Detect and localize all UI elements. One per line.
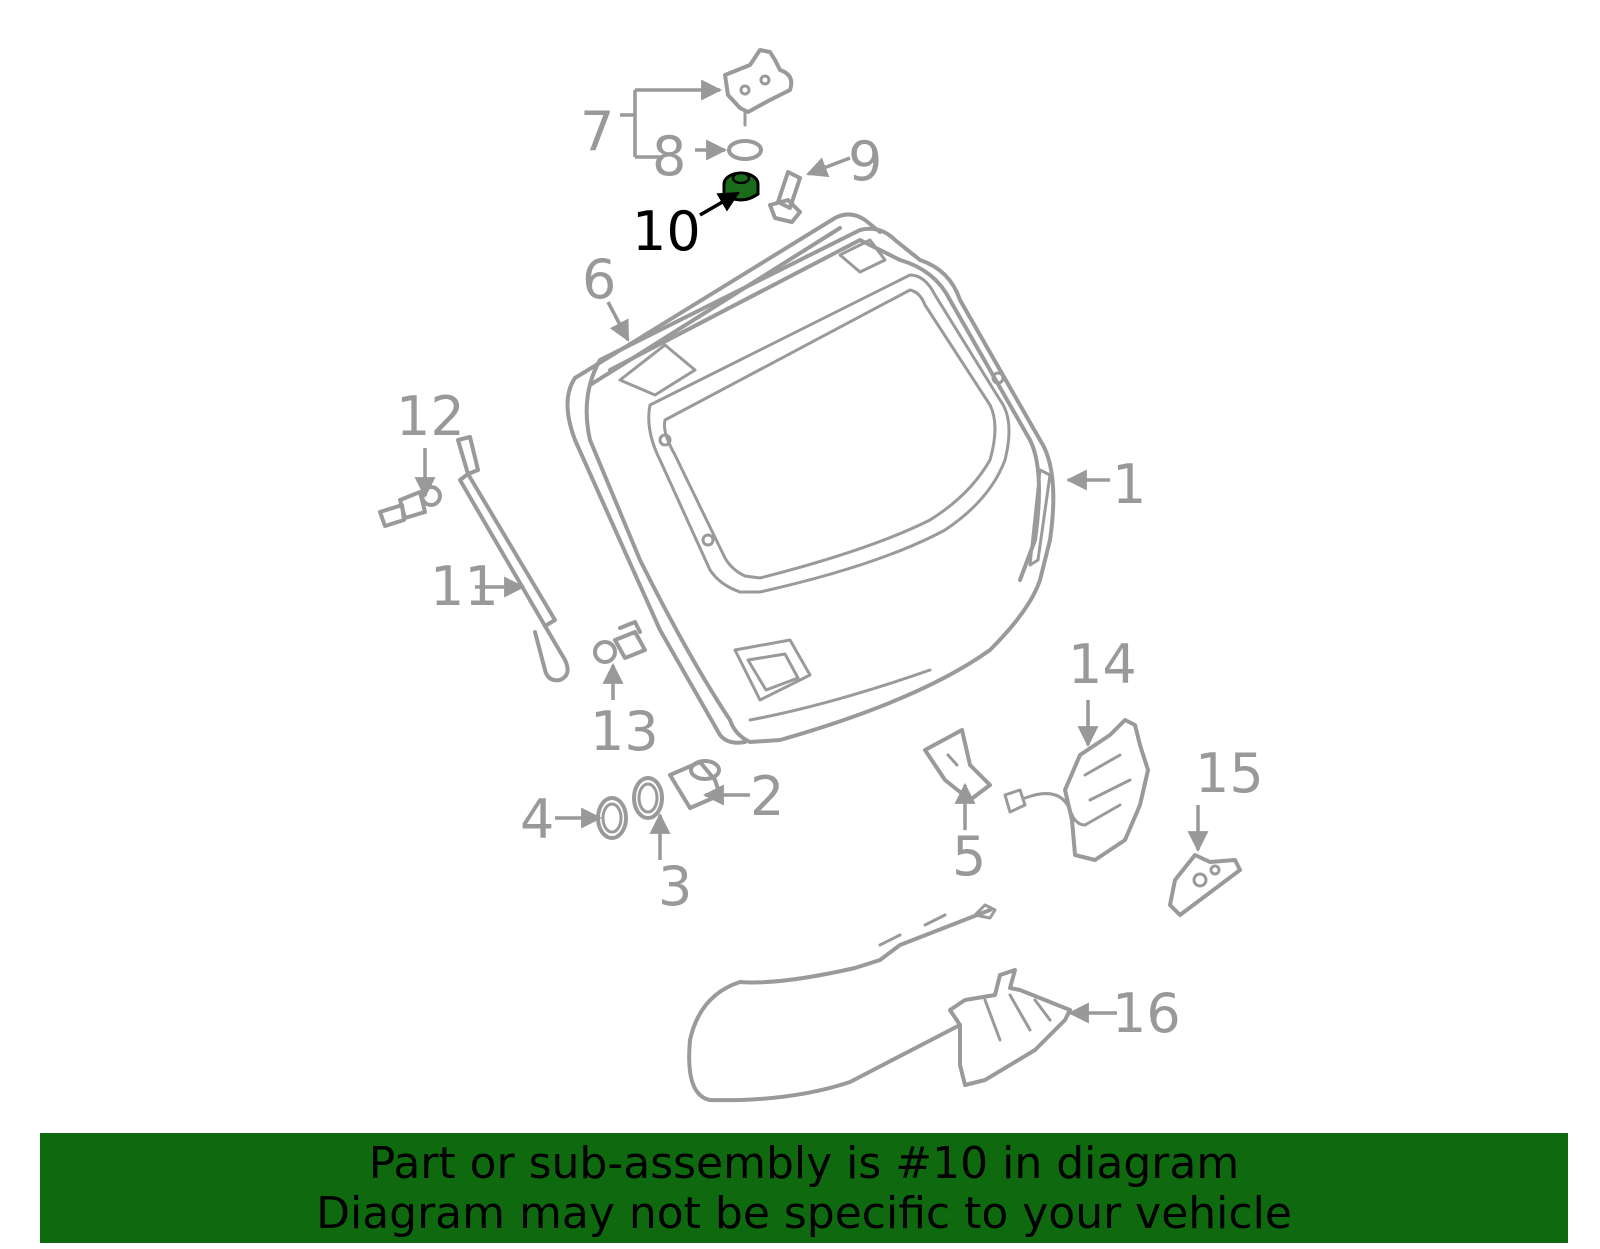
leader-lines bbox=[414, 79, 1209, 1024]
hinge-part-7 bbox=[723, 48, 794, 127]
banner-line-disclaimer: Diagram may not be specific to your vehi… bbox=[316, 1188, 1292, 1239]
washer-part-8 bbox=[727, 139, 763, 161]
banner-line-part-number: Part or sub-assembly is #10 in diagram bbox=[368, 1138, 1240, 1189]
ball-stud-part-12 bbox=[378, 485, 442, 528]
label-3: 3 bbox=[658, 855, 692, 918]
label-6: 6 bbox=[582, 248, 616, 311]
weatherstrip-part-6 bbox=[565, 212, 882, 745]
ring-part-3 bbox=[632, 776, 664, 820]
label-12: 12 bbox=[396, 385, 465, 448]
ball-stud-part-13 bbox=[593, 620, 647, 664]
label-5: 5 bbox=[952, 825, 986, 888]
label-4: 4 bbox=[520, 788, 554, 851]
label-8: 8 bbox=[652, 125, 686, 188]
liftgate-part-1 bbox=[584, 226, 1056, 744]
bolt-part-9 bbox=[768, 170, 802, 224]
label-14: 14 bbox=[1068, 633, 1137, 696]
info-banner: Part or sub-assembly is #10 in diagram D… bbox=[40, 1133, 1568, 1243]
bracket-part-5 bbox=[923, 728, 992, 802]
lamp-part-2 bbox=[668, 759, 722, 810]
label-13: 13 bbox=[590, 700, 659, 763]
label-2: 2 bbox=[750, 765, 784, 828]
striker-part-15 bbox=[1168, 853, 1242, 917]
label-1: 1 bbox=[1112, 453, 1146, 516]
label-7: 7 bbox=[580, 100, 614, 163]
label-11: 11 bbox=[430, 555, 499, 618]
ring-part-4 bbox=[596, 796, 628, 840]
label-9: 9 bbox=[848, 130, 882, 193]
label-15: 15 bbox=[1195, 742, 1264, 805]
nut-part-10-highlighted bbox=[722, 171, 760, 202]
label-10-highlighted: 10 bbox=[632, 200, 701, 263]
label-16: 16 bbox=[1112, 982, 1181, 1045]
handle-cable-part-16 bbox=[687, 903, 1072, 1103]
gas-strut-part-11 bbox=[456, 435, 570, 683]
latch-part-14 bbox=[1003, 718, 1150, 862]
